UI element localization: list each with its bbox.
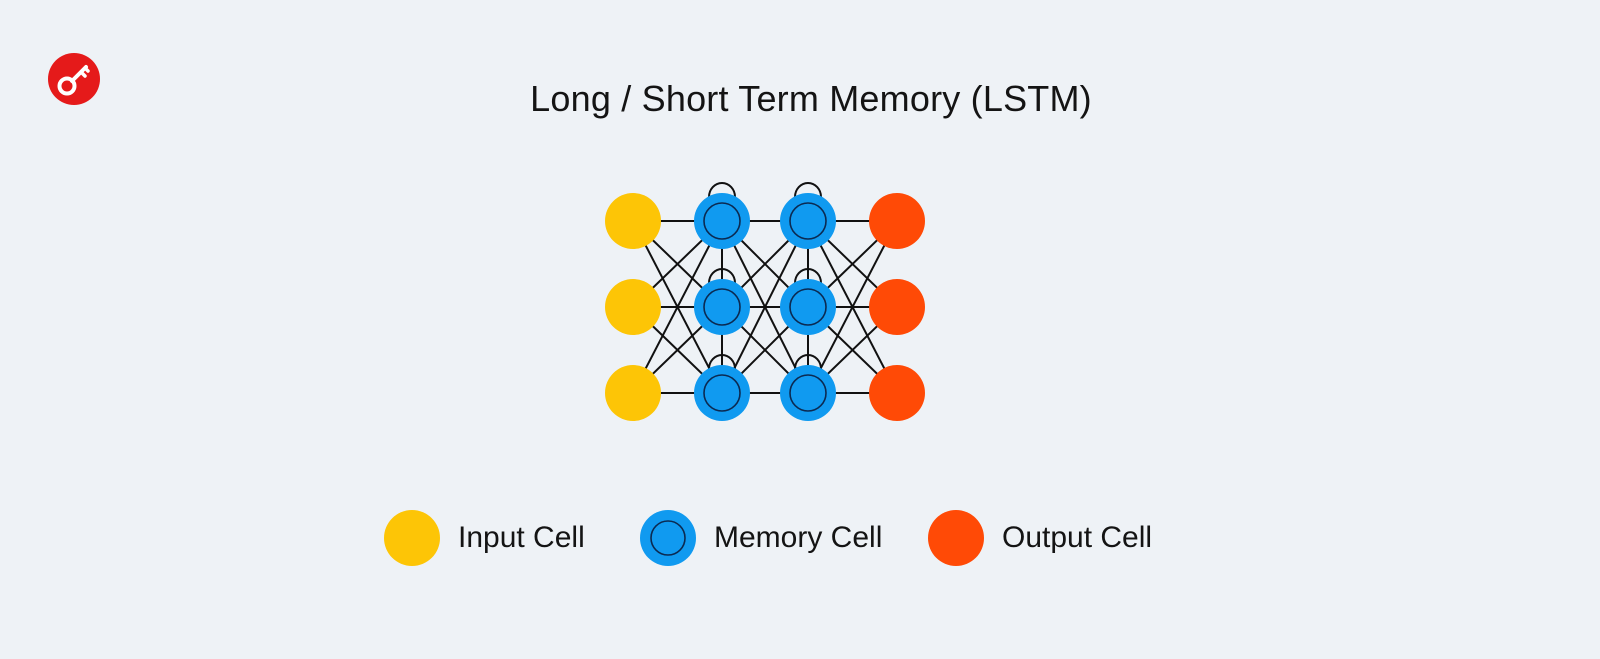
legend-item-output: Output Cell bbox=[928, 510, 1152, 566]
memory-cell bbox=[780, 193, 836, 249]
input-cell bbox=[605, 193, 661, 249]
memory-inner-ring bbox=[789, 288, 827, 326]
output-cell bbox=[869, 193, 925, 249]
legend-item-memory: Memory Cell bbox=[640, 510, 882, 566]
memory-cell bbox=[780, 279, 836, 335]
memory-cell-node bbox=[780, 365, 836, 421]
self-loop bbox=[708, 182, 736, 198]
output-cell-node bbox=[869, 193, 925, 249]
input-cell-node bbox=[605, 279, 661, 335]
page-title: Long / Short Term Memory (LSTM) bbox=[530, 78, 1092, 119]
memory-inner-ring bbox=[789, 374, 827, 412]
memory-cell bbox=[780, 365, 836, 421]
memory-cell-node bbox=[780, 279, 836, 335]
legend-item-input: Input Cell bbox=[384, 510, 585, 566]
edge bbox=[721, 220, 809, 394]
input-cell-swatch-icon bbox=[384, 510, 440, 566]
input-cell-node bbox=[605, 193, 661, 249]
memory-inner-ring bbox=[703, 374, 741, 412]
memory-cell-swatch-icon bbox=[640, 510, 696, 566]
memory-cell bbox=[694, 279, 750, 335]
output-cell bbox=[869, 279, 925, 335]
input-cell bbox=[605, 279, 661, 335]
edge bbox=[807, 220, 898, 394]
output-cell bbox=[869, 365, 925, 421]
memory-cell-node bbox=[694, 193, 750, 249]
output-cell-node bbox=[869, 279, 925, 335]
self-loop bbox=[708, 354, 736, 370]
self-loop bbox=[708, 268, 736, 284]
memory-cell bbox=[694, 193, 750, 249]
self-loop bbox=[794, 354, 822, 370]
output-cell-node bbox=[869, 365, 925, 421]
memory-inner-ring bbox=[703, 288, 741, 326]
input-cell-node bbox=[605, 365, 661, 421]
network-nodes bbox=[605, 193, 925, 421]
memory-cell-node bbox=[780, 193, 836, 249]
memory-cell-node bbox=[694, 279, 750, 335]
input-cell bbox=[605, 365, 661, 421]
memory-inner-ring bbox=[789, 202, 827, 240]
self-loop bbox=[794, 268, 822, 284]
memory-self-loops bbox=[708, 182, 822, 370]
legend-label-memory: Memory Cell bbox=[714, 521, 883, 554]
output-cell-swatch-icon bbox=[928, 510, 984, 566]
edge bbox=[632, 220, 723, 394]
key-logo-icon bbox=[48, 53, 100, 105]
memory-inner-ring bbox=[703, 202, 741, 240]
network-edges bbox=[632, 220, 898, 394]
legend-label-output: Output Cell bbox=[1002, 521, 1153, 554]
self-loop bbox=[794, 182, 822, 198]
memory-cell bbox=[694, 365, 750, 421]
memory-cell-node bbox=[694, 365, 750, 421]
legend-label-input: Input Cell bbox=[458, 521, 585, 554]
